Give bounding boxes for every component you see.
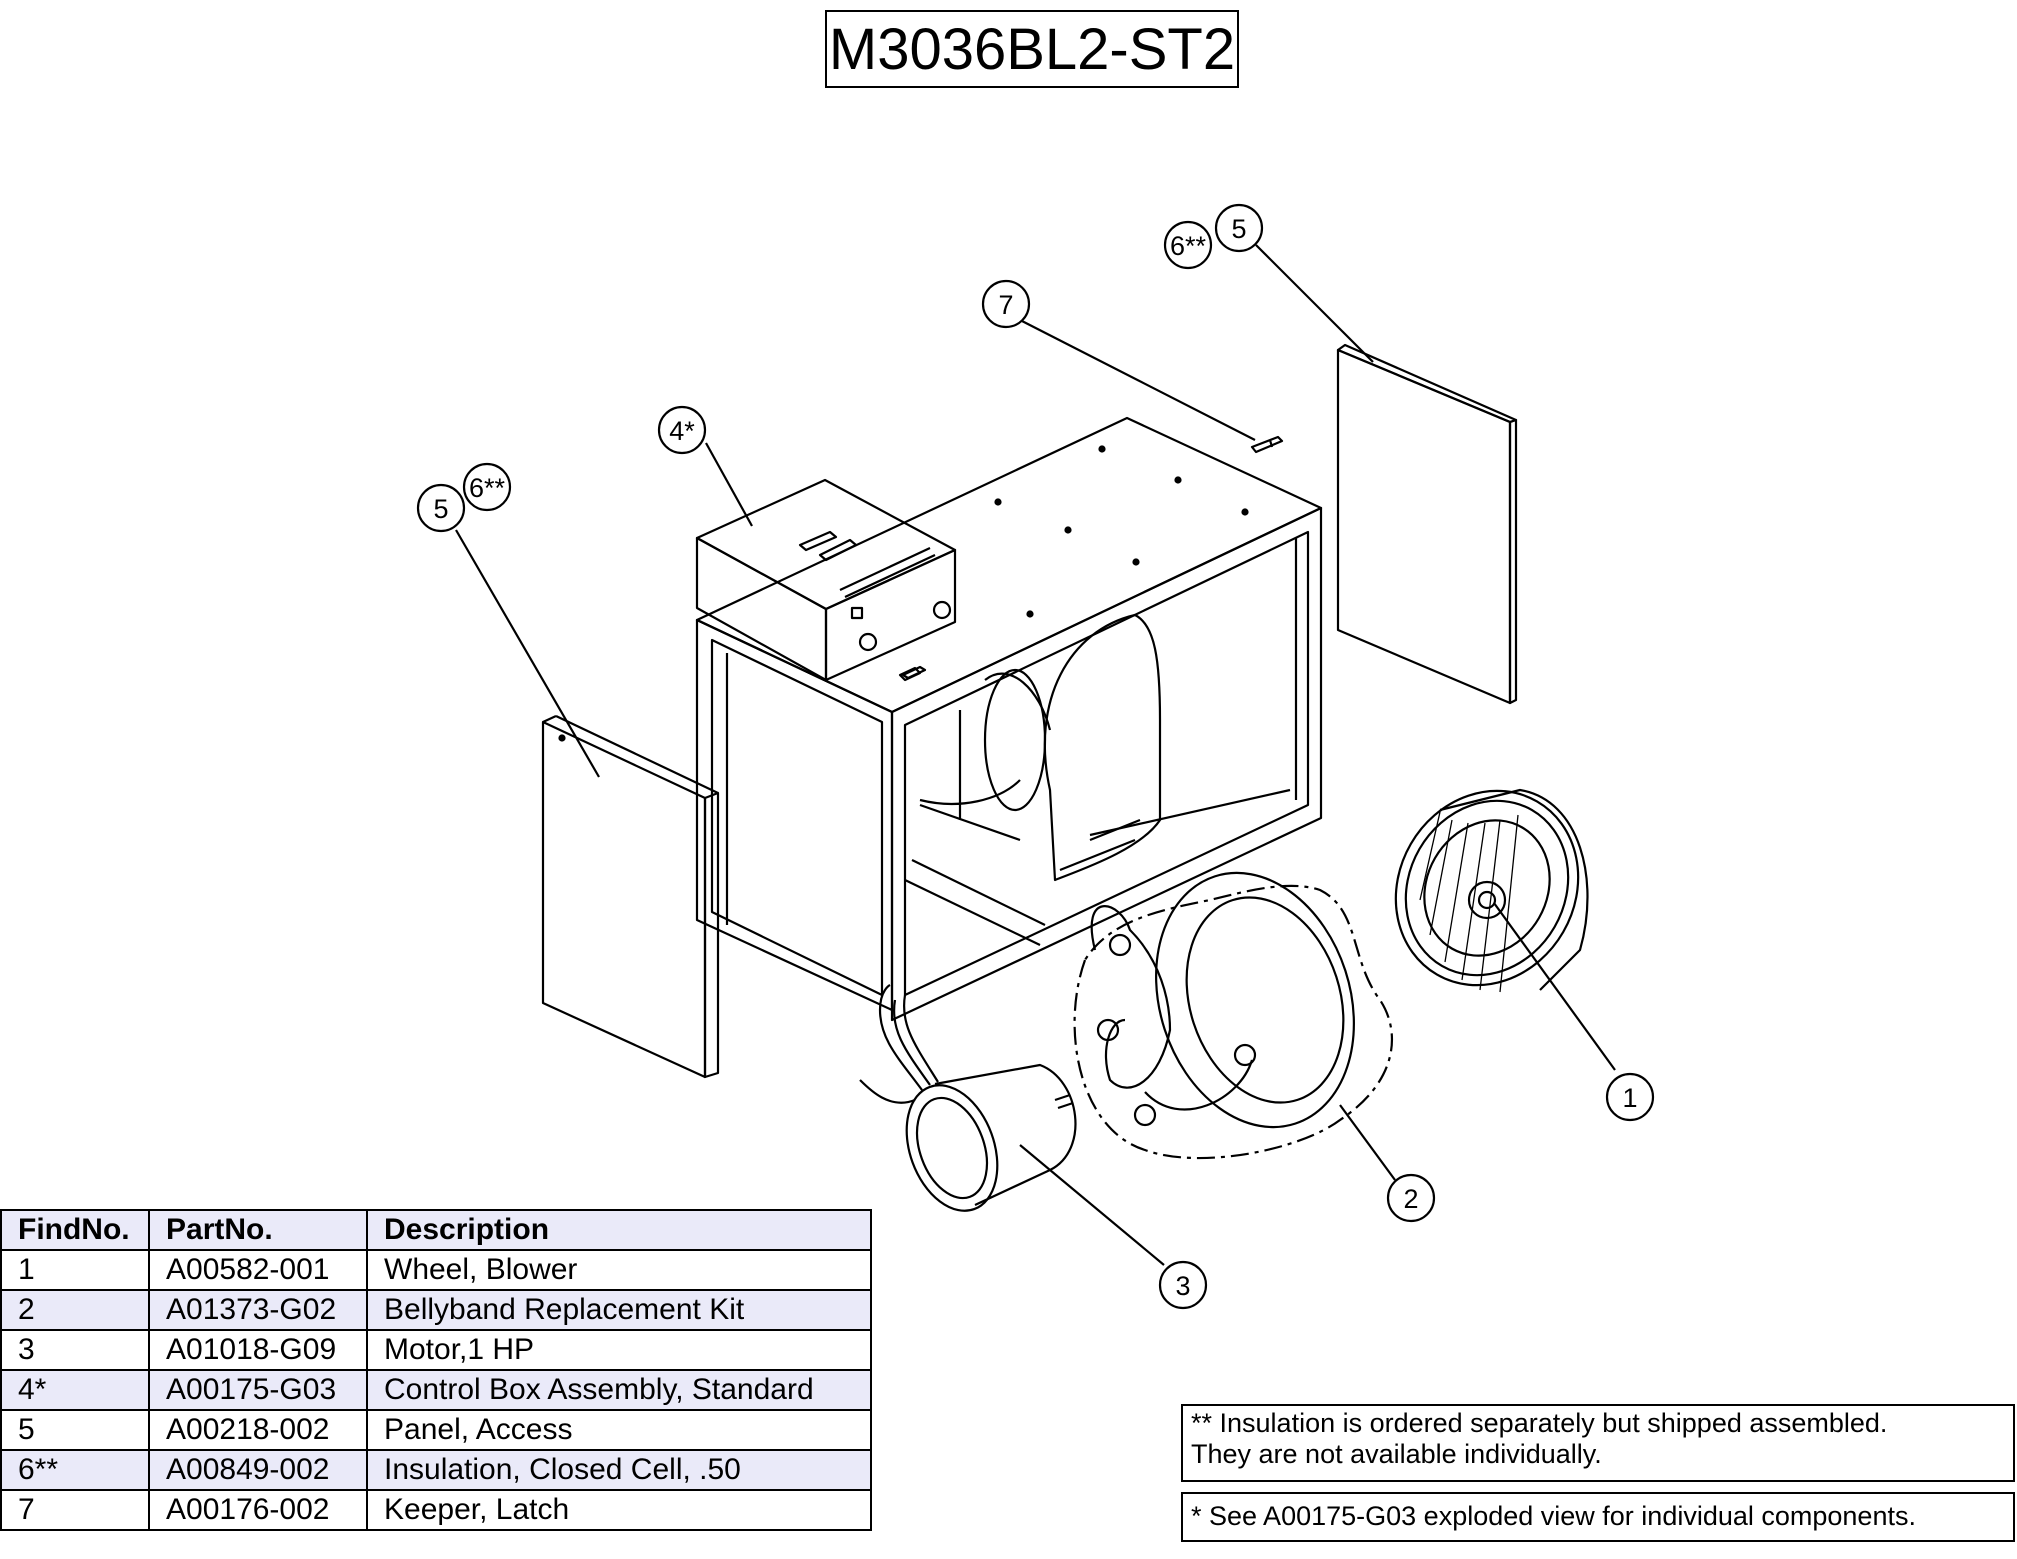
cell-description: Control Box Assembly, Standard: [366, 1369, 872, 1411]
callout-6-left-label: 6**: [469, 473, 506, 503]
cell-description: Insulation, Closed Cell, .50: [366, 1449, 872, 1491]
control-box: [695, 478, 957, 682]
callout-4-label: 4*: [669, 416, 695, 446]
callout-6-right: [1163, 220, 1213, 270]
cell-findno: 6**: [0, 1449, 150, 1491]
table-row: 3 A01018-G09 Motor,1 HP: [0, 1329, 872, 1371]
leader-lines: [455, 244, 1616, 1266]
cell-description: Wheel, Blower: [366, 1249, 872, 1291]
header-partno: PartNo.: [148, 1209, 368, 1251]
control-box-note: * See A00175-G03 exploded view for indiv…: [1181, 1492, 2015, 1542]
cell-partno: A00218-002: [148, 1409, 368, 1451]
callout-4: [657, 405, 707, 455]
cell-partno: A00582-001: [148, 1249, 368, 1291]
insulation-note: ** Insulation is ordered separately but …: [1181, 1404, 2015, 1482]
cell-description: Motor,1 HP: [366, 1329, 872, 1371]
cell-findno: 5: [0, 1409, 150, 1451]
header-findno: FindNo.: [0, 1209, 150, 1251]
right-access-panel: [1336, 343, 1518, 705]
blower-wheel: [1394, 788, 1589, 993]
table-row: 1 A00582-001 Wheel, Blower: [0, 1249, 872, 1291]
header-description: Description: [366, 1209, 872, 1251]
cell-partno: A00176-002: [148, 1489, 368, 1531]
callout-7-label: 7: [998, 290, 1013, 320]
cell-findno: 1: [0, 1249, 150, 1291]
table-row: 5 A00218-002 Panel, Access: [0, 1409, 872, 1451]
left-access-panel: [541, 715, 720, 1079]
keeper-latch: [1250, 435, 1284, 454]
cell-partno: A00175-G03: [148, 1369, 368, 1411]
motor: [859, 984, 1077, 1212]
callout-5-right-label: 5: [1231, 214, 1246, 244]
callout-3: [1158, 1260, 1208, 1310]
callout-5-right: [1214, 203, 1264, 253]
table-row: 4* A00175-G03 Control Box Assembly, Stan…: [0, 1369, 872, 1411]
cell-findno: 2: [0, 1289, 150, 1331]
callout-5-left: [416, 483, 466, 533]
blower-housing: [919, 613, 1162, 882]
cell-findno: 4*: [0, 1369, 150, 1411]
parts-table: FindNo. PartNo. Description 1 A00582-001…: [0, 1209, 872, 1531]
cell-partno: A01373-G02: [148, 1289, 368, 1331]
insulation-note-line1: ** Insulation is ordered separately but …: [1191, 1408, 1888, 1438]
callout-6-right-label: 6**: [1170, 231, 1207, 261]
callout-2-label: 2: [1403, 1184, 1418, 1214]
callout-1-label: 1: [1622, 1083, 1637, 1113]
callout-6-left: [462, 462, 512, 512]
bellyband-kit: [1073, 871, 1394, 1160]
table-row: 6** A00849-002 Insulation, Closed Cell, …: [0, 1449, 872, 1491]
table-row: 2 A01373-G02 Bellyband Replacement Kit: [0, 1289, 872, 1331]
table-header-row: FindNo. PartNo. Description: [0, 1209, 872, 1251]
cell-description: Keeper, Latch: [366, 1489, 872, 1531]
cell-partno: A01018-G09: [148, 1329, 368, 1371]
callout-1: [1605, 1072, 1655, 1122]
cell-description: Bellyband Replacement Kit: [366, 1289, 872, 1331]
insulation-note-line2: They are not available individually.: [1191, 1439, 1602, 1469]
callout-bubbles: [416, 203, 1655, 1310]
cell-partno: A00849-002: [148, 1449, 368, 1491]
callout-5-left-label: 5: [433, 494, 448, 524]
cell-description: Panel, Access: [366, 1409, 872, 1451]
callout-2: [1386, 1173, 1436, 1223]
cell-findno: 3: [0, 1329, 150, 1371]
model-title: M3036BL2-ST2: [825, 10, 1239, 88]
callout-7: [981, 279, 1031, 329]
table-row: 7 A00176-002 Keeper, Latch: [0, 1489, 872, 1531]
callout-3-label: 3: [1175, 1271, 1190, 1301]
cell-findno: 7: [0, 1489, 150, 1531]
cabinet-housing: [695, 416, 1323, 1022]
